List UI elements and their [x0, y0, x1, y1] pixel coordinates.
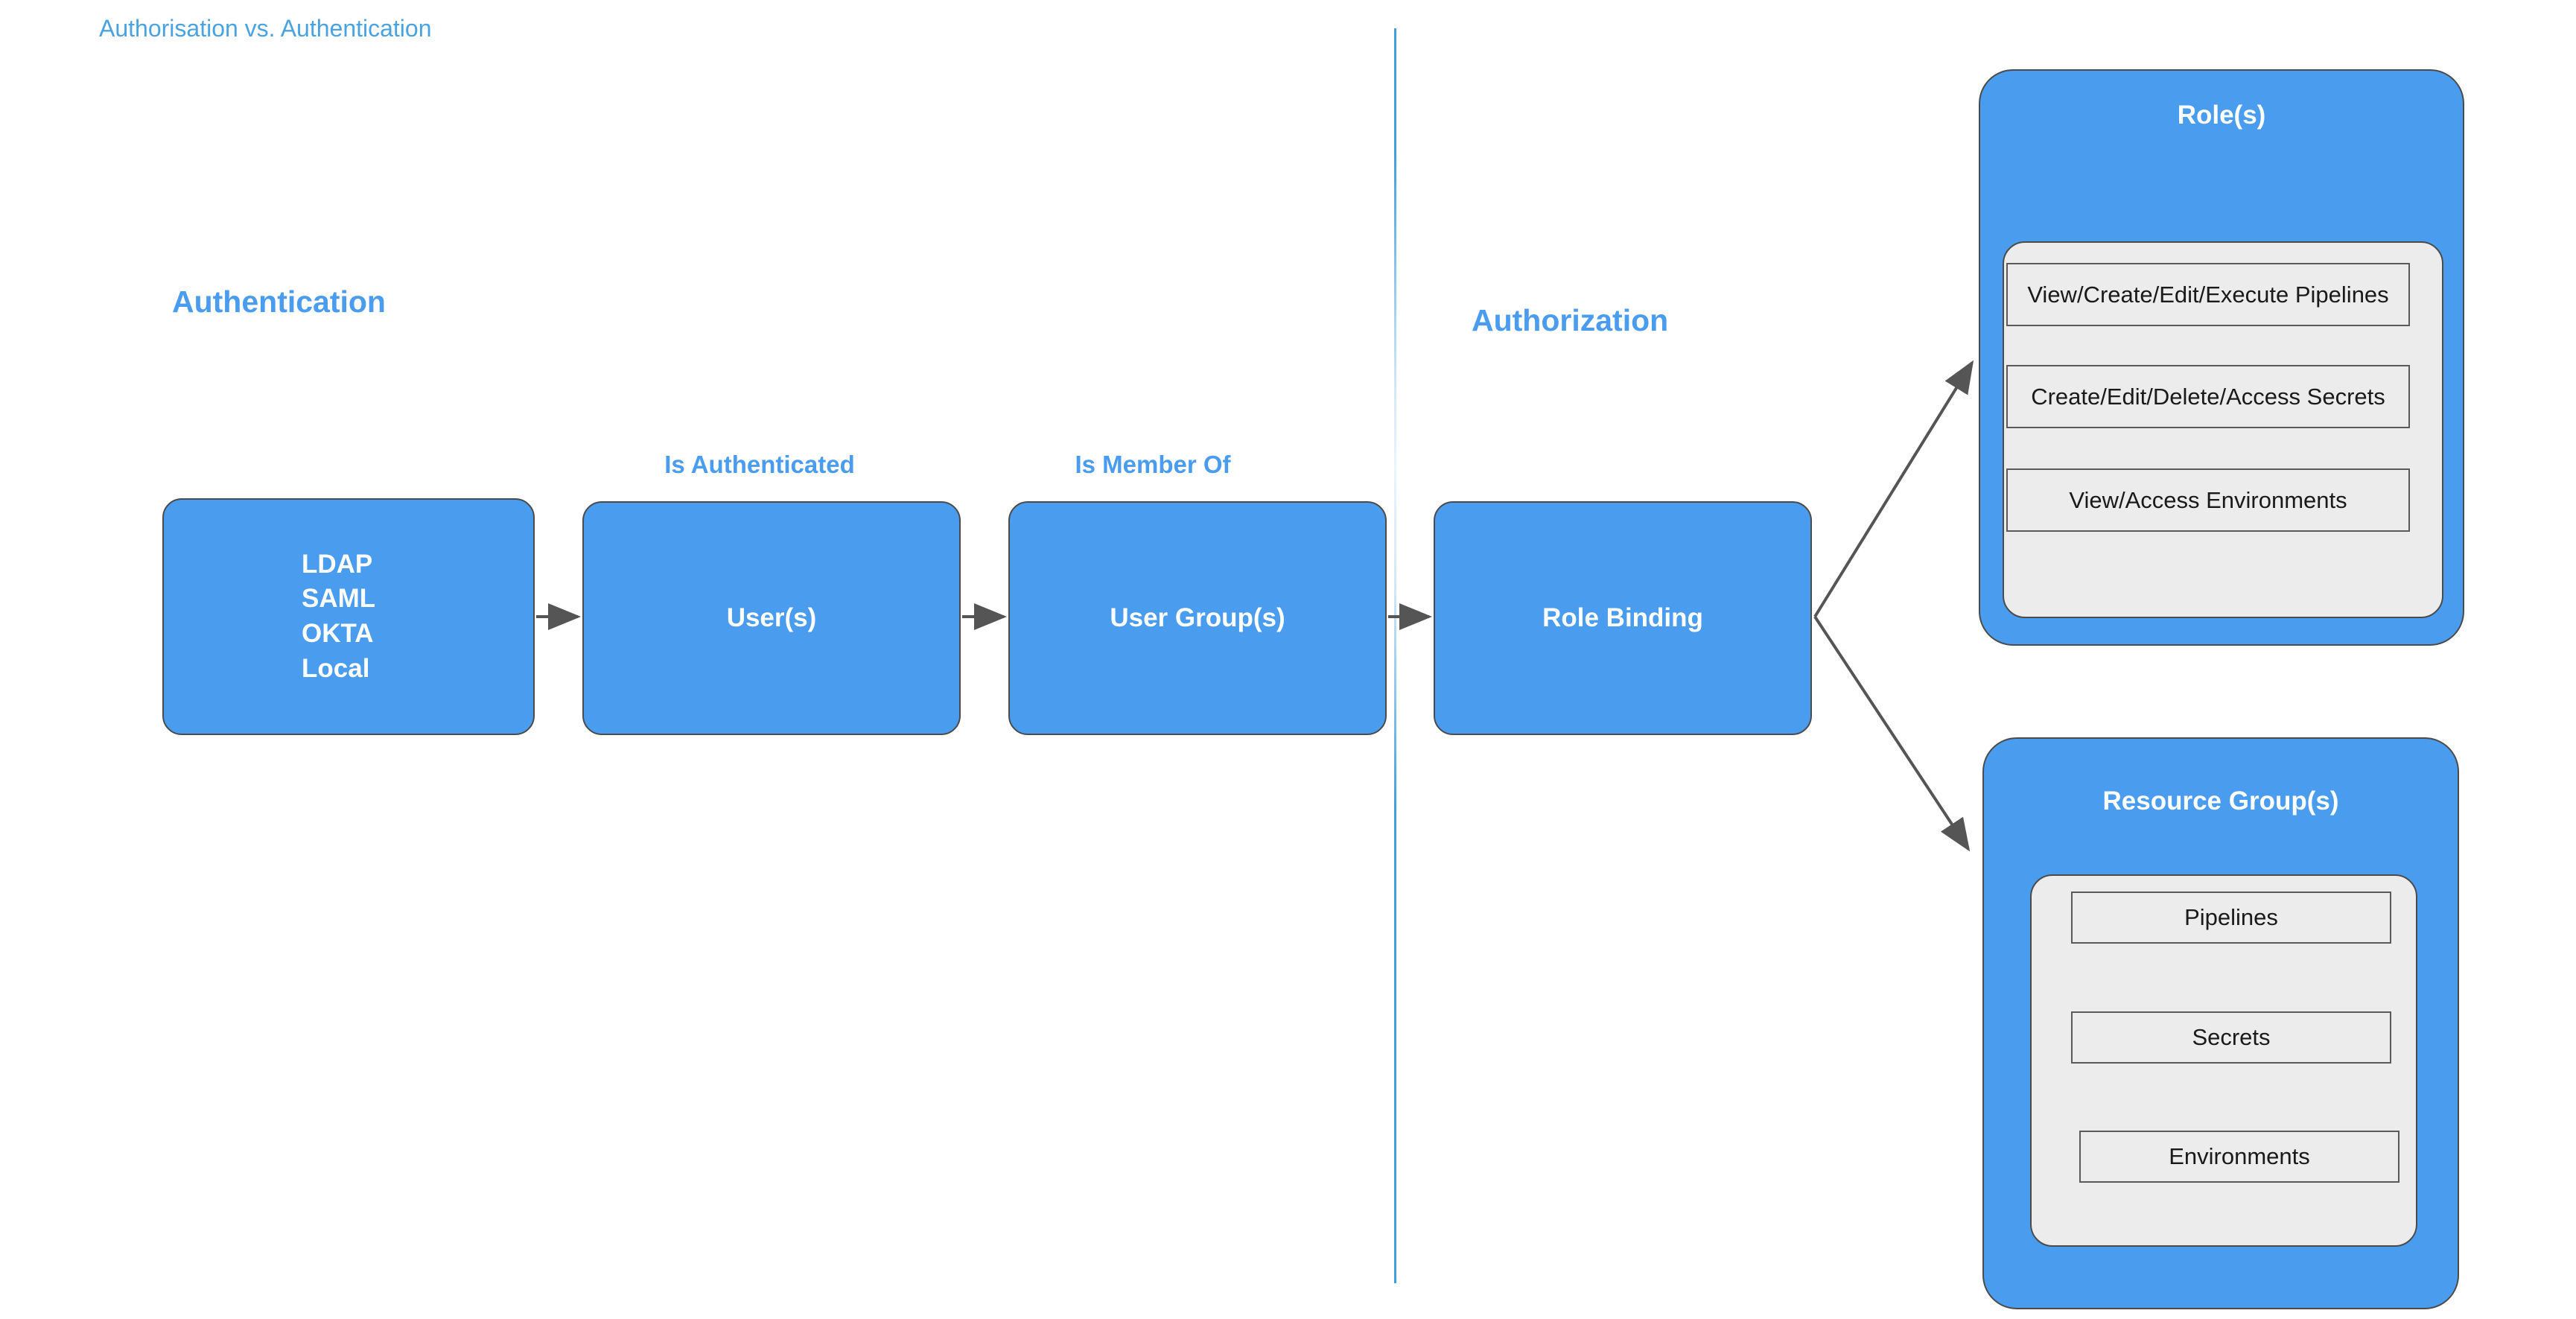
- panel-resource-groups-title: Resource Group(s): [2102, 786, 2339, 816]
- edge-label-is-authenticated: Is Authenticated: [664, 451, 855, 478]
- panel-roles[interactable]: Role(s) Permission(s): [1979, 69, 2464, 646]
- section-divider: [1394, 28, 1396, 1283]
- resource-item-secrets[interactable]: Secrets: [2071, 1011, 2391, 1064]
- edge-label-is-member-of: Is Member Of: [1075, 451, 1231, 478]
- resource-item-pipelines[interactable]: Pipelines: [2071, 891, 2391, 944]
- page-title: Authorisation vs. Authentication: [99, 15, 432, 42]
- node-identity-providers[interactable]: LDAP SAML OKTA Local: [162, 498, 535, 735]
- permission-item-environments[interactable]: View/Access Environments: [2006, 468, 2410, 532]
- node-user-groups[interactable]: User Group(s): [1008, 501, 1387, 735]
- section-heading-authentication: Authentication: [172, 285, 386, 319]
- node-identity-providers-label: LDAP SAML OKTA Local: [302, 549, 376, 683]
- node-user-groups-label: User Group(s): [1110, 603, 1285, 632]
- node-users[interactable]: User(s): [582, 501, 961, 735]
- panel-roles-title: Role(s): [2177, 101, 2266, 130]
- node-role-binding-label: Role Binding: [1542, 603, 1703, 632]
- resource-item-environments[interactable]: Environments: [2079, 1131, 2400, 1183]
- permission-item-secrets[interactable]: Create/Edit/Delete/Access Secrets: [2006, 365, 2410, 428]
- permission-item-pipelines[interactable]: View/Create/Edit/Execute Pipelines: [2006, 263, 2410, 326]
- section-heading-authorization: Authorization: [1472, 303, 1669, 337]
- node-role-binding[interactable]: Role Binding: [1434, 501, 1812, 735]
- node-users-label: User(s): [726, 603, 817, 632]
